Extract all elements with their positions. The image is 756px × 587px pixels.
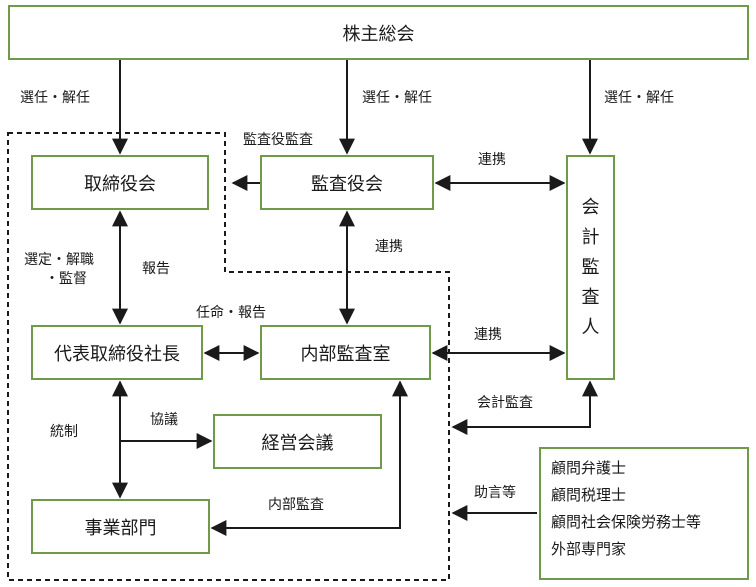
label-elect-dismiss-auditor: 選任・解任 xyxy=(604,90,674,106)
audit-board-box: 監査役会 xyxy=(260,155,434,210)
business-units-box: 事業部門 xyxy=(31,499,210,554)
president-label: 代表取締役社長 xyxy=(54,343,180,365)
arrow-internal-audit-business xyxy=(210,380,408,536)
label-accounting-audit: 会計監査 xyxy=(477,395,533,411)
management-meeting-label: 経営会議 xyxy=(261,432,334,454)
advisor-item: 顧問社会保険労務士等 xyxy=(551,513,702,531)
advisor-item: 顧問税理士 xyxy=(551,486,627,504)
label-cooperation-middle: 連携 xyxy=(375,239,403,255)
label-elect-dismiss-audit-board: 選任・解任 xyxy=(362,90,432,106)
advisor-item: 顧問弁護士 xyxy=(551,459,627,477)
board-of-directors-label: 取締役会 xyxy=(84,173,156,195)
label-consultation: 協議 xyxy=(150,412,178,428)
internal-audit-office-box: 内部監査室 xyxy=(260,325,431,380)
board-of-directors-box: 取締役会 xyxy=(31,155,209,210)
label-audit-of-board: 監査役監査 xyxy=(243,132,313,148)
arrow-auditor-accounting-audit xyxy=(451,380,598,435)
accounting-auditor-box: 会 計 監 査 人 xyxy=(566,155,615,380)
label-advice: 助言等 xyxy=(474,485,516,501)
advisor-item: 外部専門家 xyxy=(551,540,627,558)
accounting-auditor-char: 会 xyxy=(581,196,600,218)
label-appoint-report: 任命・報告 xyxy=(196,305,266,321)
label-select-dismiss: 選定・解職 xyxy=(24,252,94,268)
accounting-auditor-char: 人 xyxy=(581,316,600,338)
label-cooperation-top: 連携 xyxy=(478,152,506,168)
shareholders-meeting-label: 株主総会 xyxy=(342,23,415,45)
accounting-auditor-char: 監 xyxy=(581,256,600,278)
company-boundary xyxy=(7,132,450,581)
business-units-label: 事業部門 xyxy=(84,517,157,539)
president-box: 代表取締役社長 xyxy=(31,325,203,380)
label-control: 統制 xyxy=(50,424,78,440)
external-advisors-box: 顧問弁護士 顧問税理士 顧問社会保険労務士等 外部専門家 xyxy=(539,447,749,580)
label-elect-dismiss-board: 選任・解任 xyxy=(20,90,90,106)
label-report: 報告 xyxy=(142,261,170,277)
label-internal-audit: 内部監査 xyxy=(268,497,324,513)
internal-audit-office-label: 内部監査室 xyxy=(300,343,391,365)
label-supervise: ・監督 xyxy=(45,271,87,287)
shareholders-meeting-box: 株主総会 xyxy=(8,5,749,60)
accounting-auditor-char: 査 xyxy=(581,286,600,308)
label-cooperation-lower: 連携 xyxy=(474,327,502,343)
audit-board-label: 監査役会 xyxy=(311,173,383,195)
management-meeting-box: 経営会議 xyxy=(213,414,382,469)
accounting-auditor-char: 計 xyxy=(581,226,600,248)
